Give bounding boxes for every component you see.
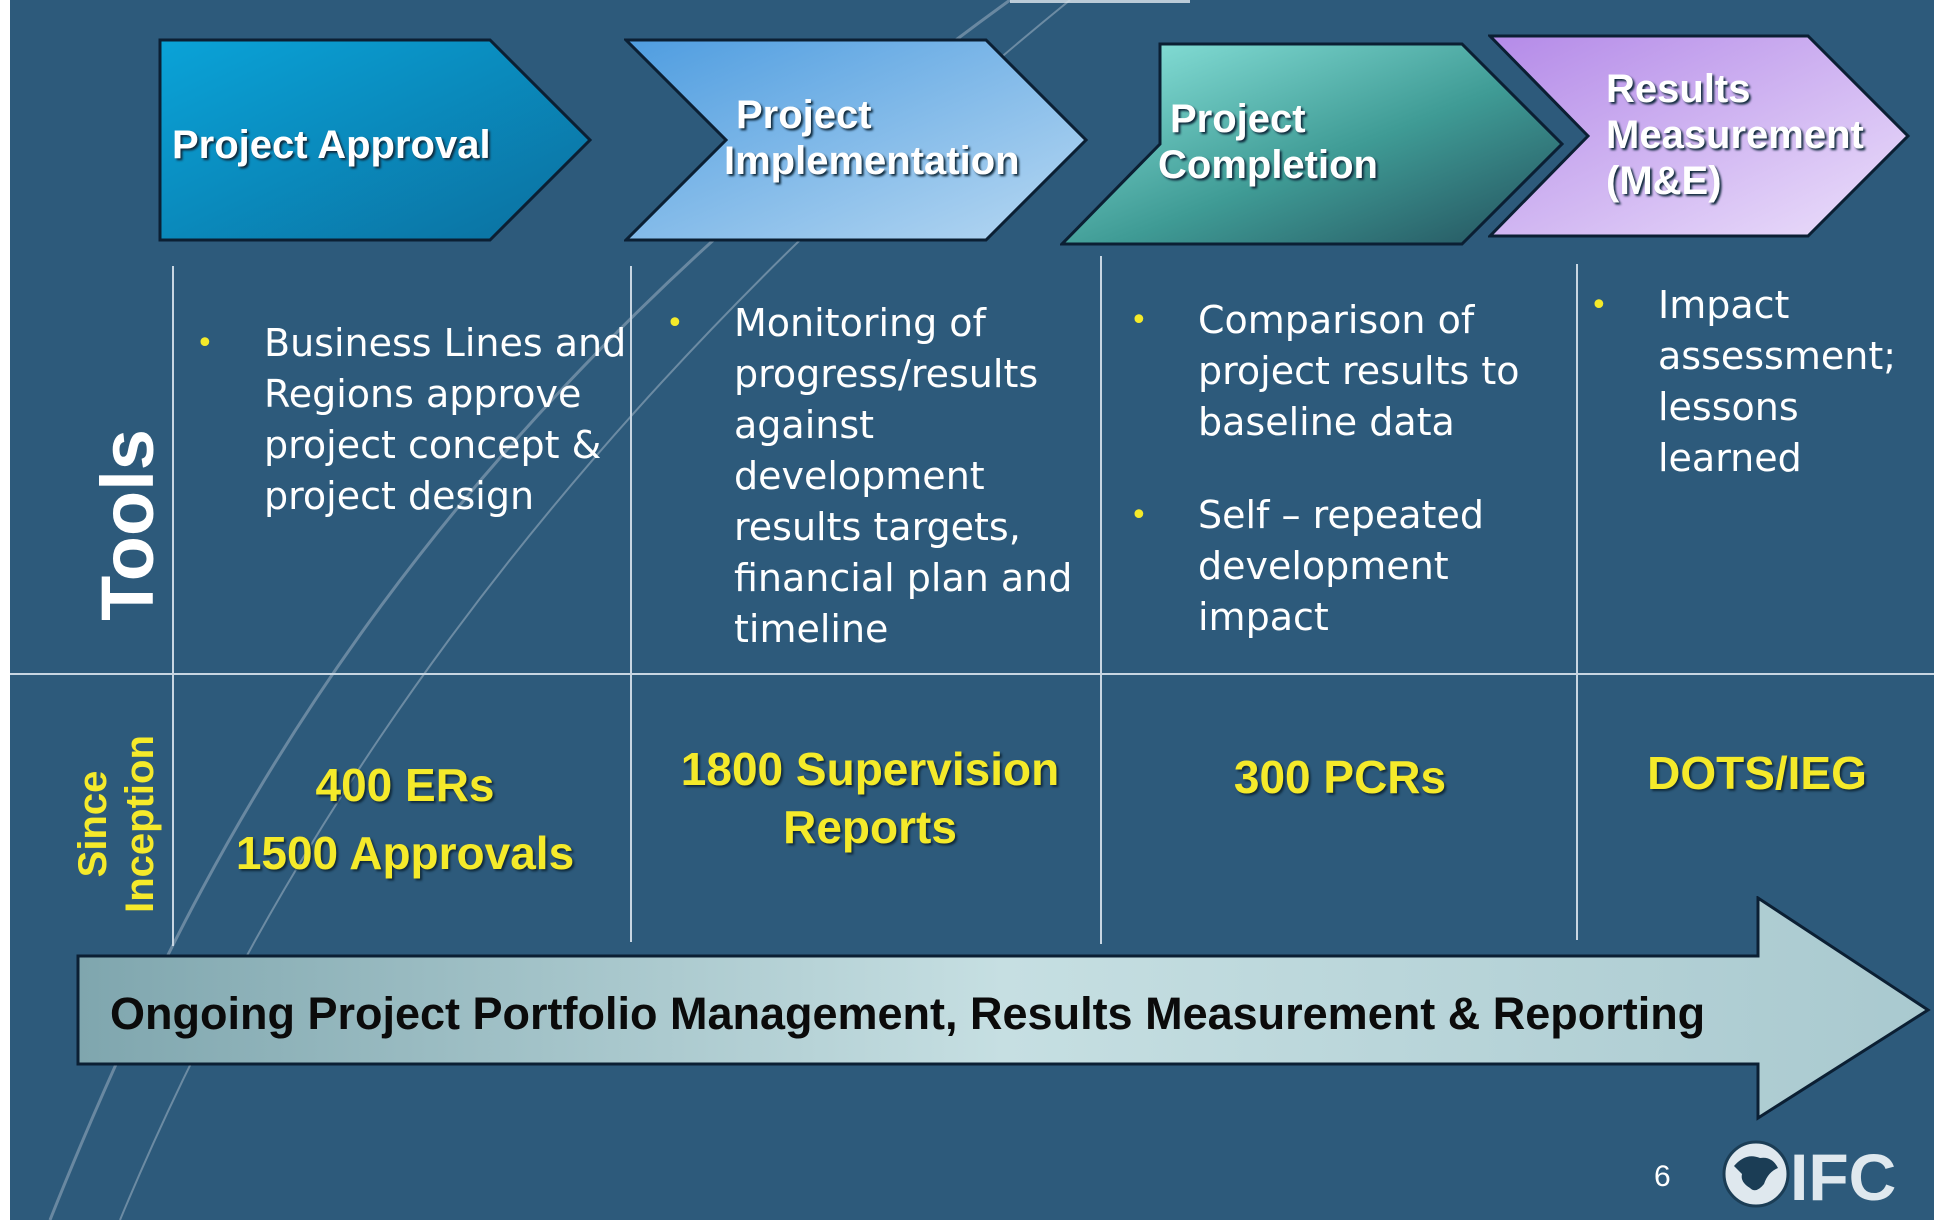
slide: Project Approval Project Implementation … [10,0,1934,1220]
stat-line: 1500 Approvals [235,827,575,879]
stage-label-approval: Project Approval [172,122,491,168]
stage-label-line: Completion [1158,143,1378,187]
stat-line: DOTS/IEG [1647,747,1867,799]
stage-label-implementation: Project Implementation [724,92,1020,184]
column-divider [1100,256,1102,944]
tool-text: Impact assessment; lessons learned [1658,283,1897,480]
list-item: • Impact assessment; lessons learned [1590,280,1930,484]
bullet-icon: • [1130,303,1148,338]
row-divider [10,673,1934,675]
list-item: • Business Lines and Regions approve proj… [196,318,636,522]
ifc-logo: IFC [1722,1140,1896,1210]
stat-line: 300 PCRs [1233,751,1447,803]
stage-label-line: Results [1606,67,1751,111]
tools-list-results: • Impact assessment; lessons learned [1590,280,1930,526]
stat-approval: 400 ERs 1500 Approvals [180,756,630,882]
stage-chevron-completion [1060,42,1565,246]
tools-row-label: Tools [86,429,169,621]
stat-line: 1800 Supervision [680,743,1060,795]
stage-label-completion: Project Completion [1158,96,1378,188]
bullet-icon: • [1590,288,1608,323]
since-label-line: Since [71,770,115,878]
list-item: • Self – repeated development impact [1130,490,1570,643]
stage-label-line: Project [736,93,872,137]
stat-results: DOTS/IEG [1582,744,1932,802]
stat-completion: 300 PCRs [1110,748,1570,806]
tools-list-implementation: • Monitoring of progress/results against … [666,298,1106,697]
column-divider [630,266,632,942]
tool-text: Comparison of project results to baselin… [1198,298,1520,444]
bullet-icon: • [666,306,684,341]
stage-label-line: Implementation [724,139,1020,183]
bullet-icon: • [196,326,214,361]
stat-implementation: 1800 Supervision Reports [640,740,1100,856]
portfolio-banner-arrow [76,896,1931,1121]
stage-chevron-implementation [624,38,1089,242]
stage-label-results: Results Measurement (M&E) [1606,66,1864,204]
column-divider [172,266,174,946]
portfolio-banner-label: Ongoing Project Portfolio Management, Re… [110,988,1706,1039]
stage-label-line: Project [1170,97,1306,141]
tools-list-approval: • Business Lines and Regions approve proj… [196,318,636,564]
stat-line: Reports [783,801,957,853]
tools-list-completion: • Comparison of project results to baseli… [1130,295,1570,685]
stat-line: 400 ERs [315,759,495,811]
page-number: 6 [1654,1160,1671,1193]
bullet-icon: • [1130,498,1148,533]
column-divider [1576,264,1578,940]
tool-text: Monitoring of progress/results against d… [734,301,1073,651]
stage-chevron-results [1488,34,1911,238]
tool-text: Business Lines and Regions approve proje… [264,321,627,518]
stage-label-line: (M&E) [1606,159,1722,203]
stage-chevron-approval [158,38,593,242]
list-item: • Comparison of project results to baseli… [1130,295,1570,448]
svg-text:IFC: IFC [1790,1140,1896,1210]
tool-text: Self – repeated development impact [1198,493,1484,639]
list-item: • Monitoring of progress/results against … [666,298,1106,655]
since-inception-row-label: Since Inception [70,724,170,924]
since-label-line: Inception [118,735,163,913]
stage-label-line: Measurement [1606,113,1864,157]
stage-label-line: Project Approval [172,123,491,167]
